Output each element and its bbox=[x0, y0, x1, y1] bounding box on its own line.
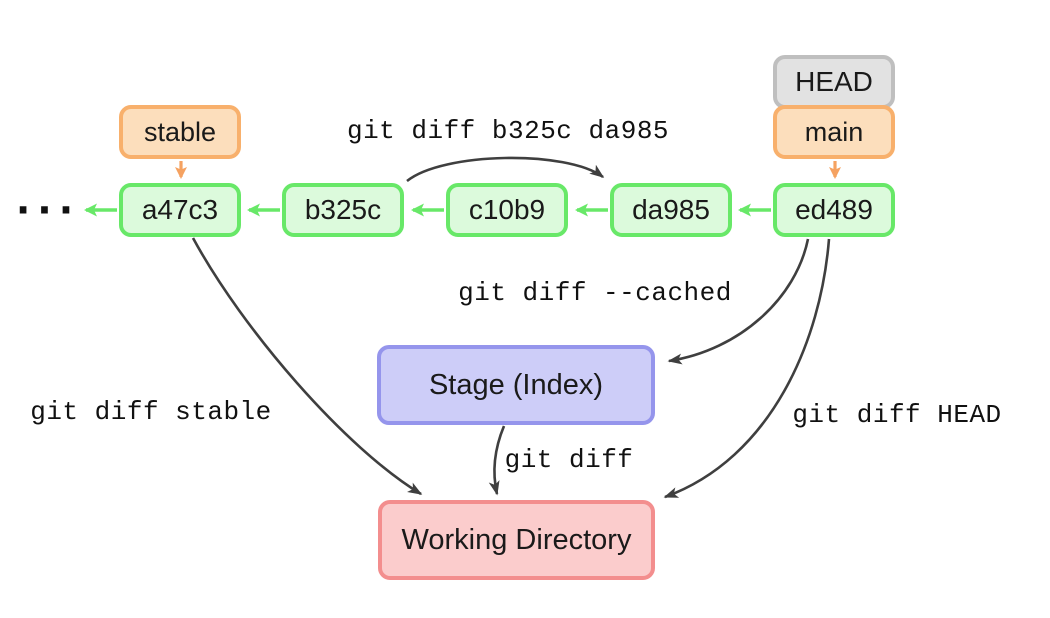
working-directory-node: Working Directory bbox=[378, 500, 655, 580]
commit-node-a47c3: a47c3 bbox=[119, 183, 241, 237]
label-git-diff-commits: git diff b325c da985 bbox=[346, 116, 670, 146]
label-git-diff-cached: git diff --cached bbox=[458, 278, 732, 308]
label-git-diff-head: git diff HEAD bbox=[792, 400, 1002, 430]
label-git-diff-plain: git diff bbox=[504, 445, 634, 475]
head-pointer-node: HEAD bbox=[773, 55, 895, 109]
branch-main-label: main bbox=[804, 116, 864, 147]
head-pointer-label: HEAD bbox=[795, 66, 873, 97]
commit-node-c10b9: c10b9 bbox=[446, 183, 568, 237]
commit-label: da985 bbox=[632, 194, 710, 225]
stage-index-node: Stage (Index) bbox=[377, 345, 655, 425]
arrow-diff-stage-to-working-directory bbox=[488, 425, 506, 496]
stage-index-label: Stage (Index) bbox=[428, 368, 604, 401]
commit-node-da985: da985 bbox=[610, 183, 732, 237]
history-ellipsis: ··· bbox=[15, 188, 81, 232]
commit-node-b325c: b325c bbox=[282, 183, 404, 237]
commit-label: b325c bbox=[304, 194, 382, 225]
branch-main-node: main bbox=[773, 105, 895, 159]
commit-label: ed489 bbox=[795, 194, 873, 225]
arrow-diff-b325c-da985 bbox=[406, 156, 605, 183]
label-git-diff-stable: git diff stable bbox=[30, 397, 272, 427]
working-directory-label: Working Directory bbox=[401, 523, 632, 556]
commit-label: c10b9 bbox=[468, 194, 546, 225]
commit-label: a47c3 bbox=[141, 194, 219, 225]
branch-stable-node: stable bbox=[119, 105, 241, 159]
commit-node-ed489: ed489 bbox=[773, 183, 895, 237]
branch-stable-label: stable bbox=[143, 116, 217, 147]
